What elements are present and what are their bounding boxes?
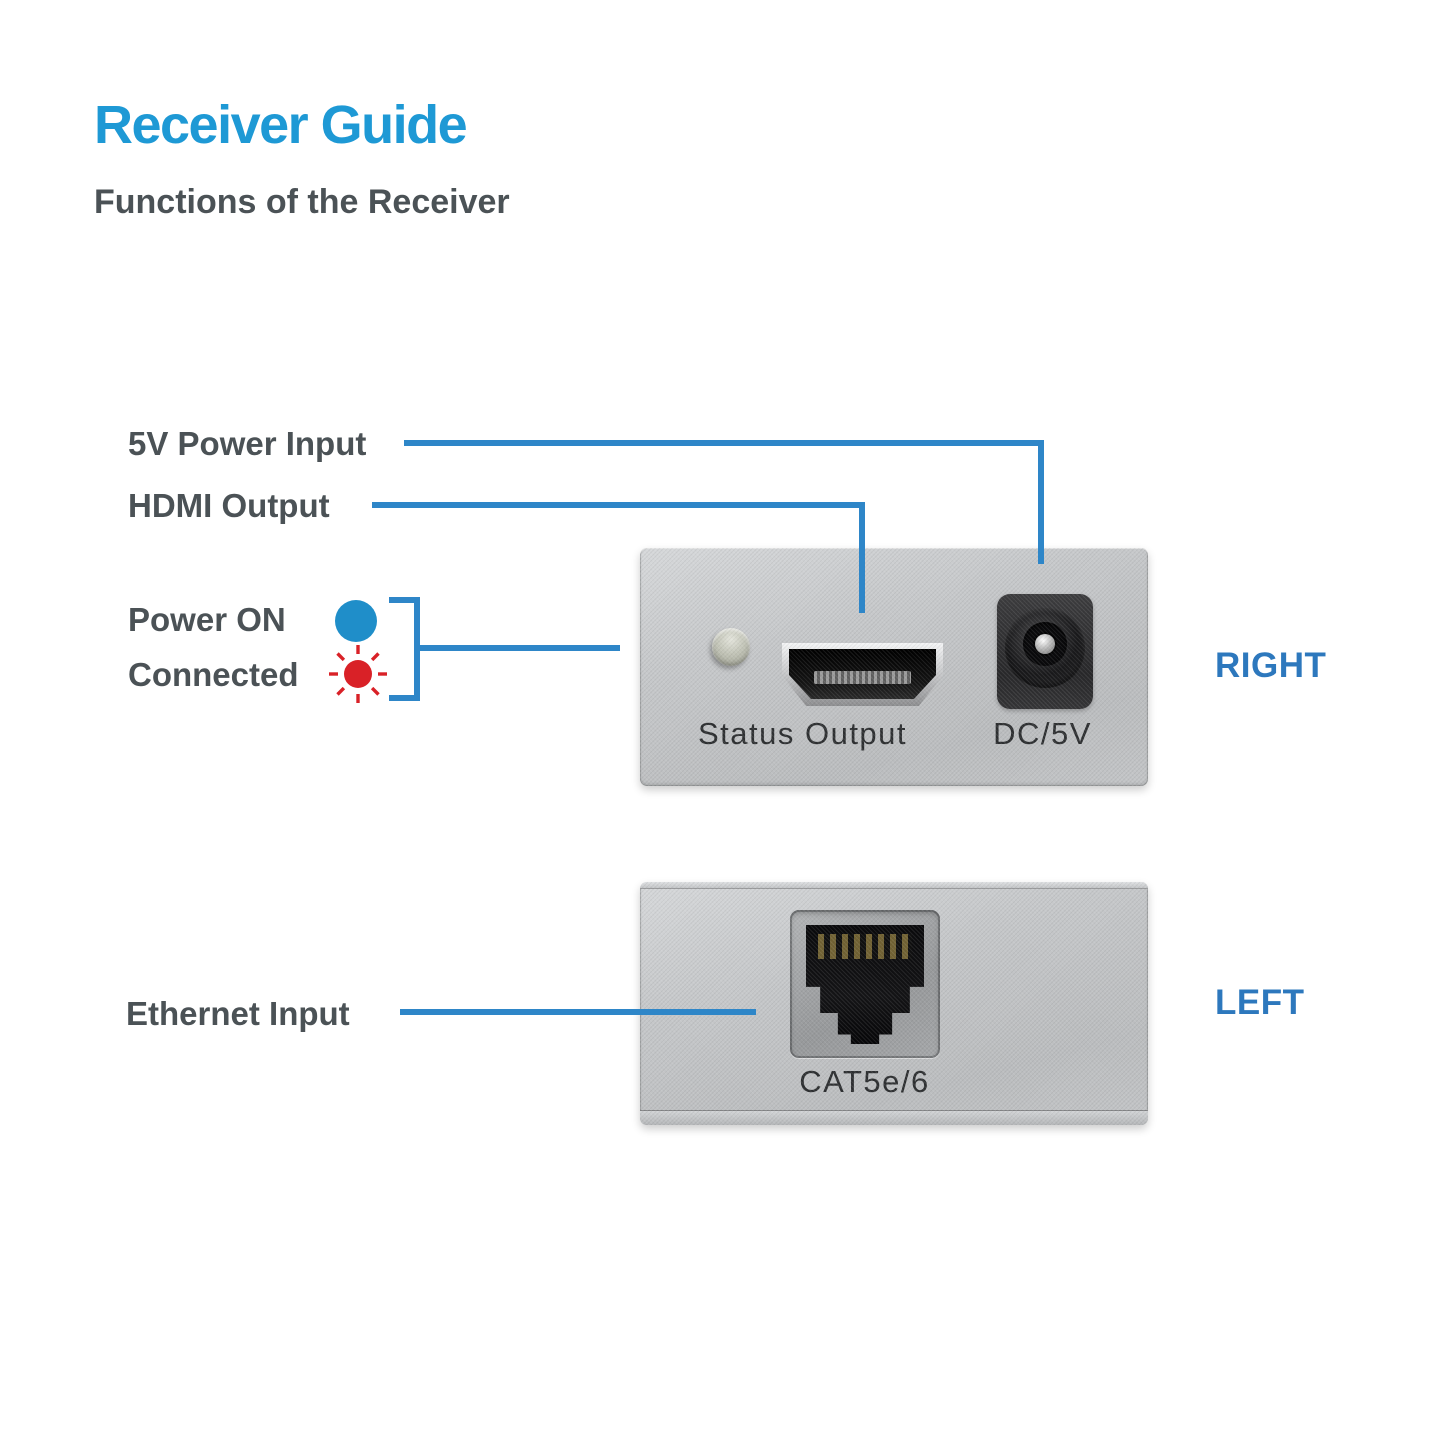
- leader-bracket-bottom-stub: [389, 695, 420, 701]
- panel-bottom-edge: [640, 1110, 1148, 1125]
- callout-connected: Connected: [128, 656, 299, 693]
- callout-ethernet-input: Ethernet Input: [126, 995, 350, 1032]
- callout-5v-power-input: 5V Power Input: [128, 425, 367, 462]
- connected-led-icon: [329, 645, 387, 703]
- leader-line-hdmi-vertical: [859, 502, 865, 613]
- leader-line-hdmi-horizontal: [372, 502, 865, 508]
- page-title: Receiver Guide: [94, 95, 468, 155]
- dc-power-jack: [997, 594, 1093, 709]
- leader-bracket-top-stub: [389, 597, 420, 603]
- side-label-right: RIGHT: [1215, 646, 1327, 685]
- hdmi-output-port: [782, 643, 943, 706]
- ethernet-port-recess: [790, 910, 940, 1058]
- status-output-print: Status Output: [697, 716, 908, 751]
- leader-line-ethernet-horizontal: [400, 1009, 756, 1015]
- rj45-port: [806, 925, 924, 1044]
- callout-hdmi-output: HDMI Output: [128, 487, 330, 524]
- leader-line-5v-horizontal: [404, 440, 1044, 446]
- side-label-left: LEFT: [1215, 983, 1305, 1022]
- status-led-icon: [712, 628, 750, 666]
- page-subtitle: Functions of the Receiver: [94, 183, 510, 221]
- cat5e6-print: CAT5e/6: [799, 1064, 930, 1099]
- panel-top-edge: [640, 882, 1148, 889]
- rj45-pins: [818, 934, 912, 959]
- hdmi-port-cavity: [789, 649, 936, 699]
- leader-line-5v-vertical: [1038, 440, 1044, 564]
- receiver-left-side-panel: CAT5e/6: [640, 882, 1148, 1125]
- leader-line-status-horizontal: [414, 645, 620, 651]
- receiver-right-side-panel: Status Output DC/5V: [640, 548, 1148, 786]
- dc-jack-barrel: [1005, 608, 1085, 688]
- dc5v-print: DC/5V: [993, 716, 1092, 751]
- dc-jack-ring: [1023, 622, 1067, 666]
- dc-jack-pin: [1035, 634, 1055, 654]
- hdmi-contact-strip: [813, 671, 912, 684]
- power-on-led-icon: [335, 600, 377, 642]
- callout-power-on: Power ON: [128, 601, 286, 638]
